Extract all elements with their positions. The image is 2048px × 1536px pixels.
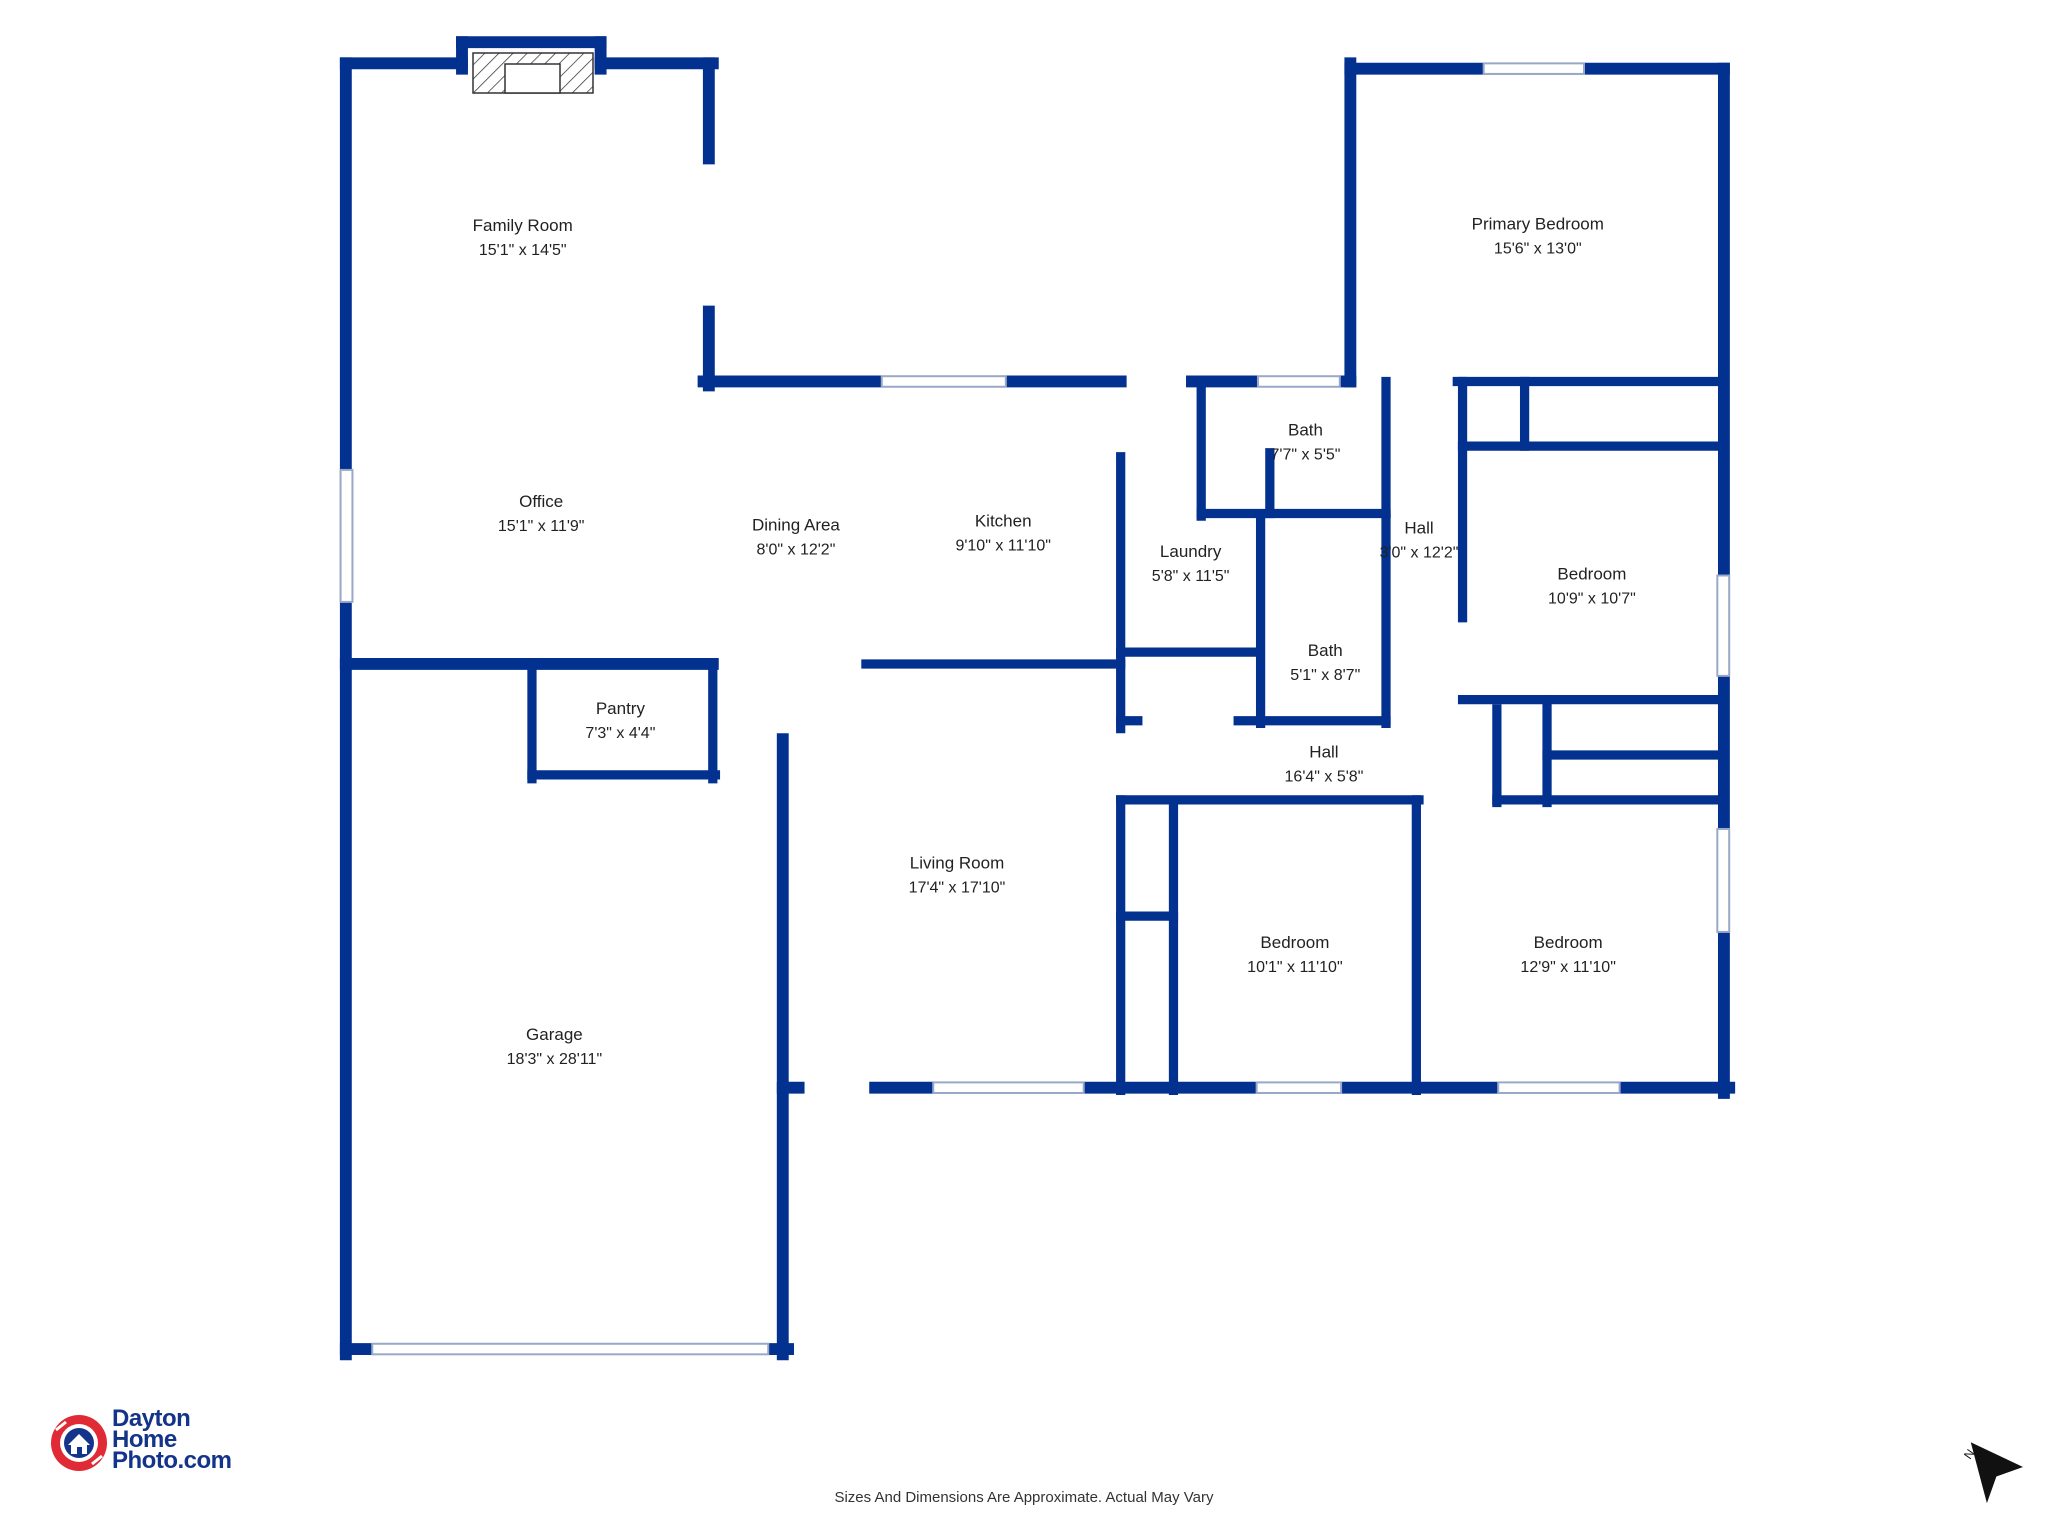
window [371,1342,770,1356]
room-dimensions: 9'10" x 11'10" [955,538,1050,555]
room-label: Hall 16'4" x 5'8" [1285,743,1364,786]
window [880,375,1007,388]
room-name: Bedroom [1534,933,1603,952]
room-dimensions: 15'1" x 11'9" [498,518,585,535]
window [1497,1081,1621,1094]
room-label: Hall 3'0" x 12'2" [1380,518,1459,561]
window [339,468,354,603]
room-name: Bath [1288,421,1323,440]
room-name: Primary Bedroom [1472,215,1604,234]
window [1255,1081,1343,1094]
room-dimensions: 12'9" x 11'10" [1520,959,1615,976]
room-label: Living Room 17'4" x 17'10" [909,854,1006,897]
room-label: Bath 7'7" x 5'5" [1271,421,1341,464]
room-label: Bedroom 12'9" x 11'10" [1520,933,1615,976]
windows [339,62,1731,1356]
room-name: Living Room [910,854,1005,873]
room-name: Family Room [473,216,573,235]
room-dimensions: 15'1" x 14'5" [479,242,567,259]
room-dimensions: 15'6" x 13'0" [1494,241,1582,258]
window [1716,574,1731,677]
window [932,1081,1085,1094]
room-label: Bath 5'1" x 8'7" [1290,641,1360,684]
room-dimensions: 10'1" x 11'10" [1247,959,1342,976]
logo-text: Dayton Home Photo.com [112,1405,232,1474]
room-name: Office [519,492,563,511]
room-label: Kitchen 9'10" x 11'10" [955,512,1050,555]
room-name: Dining Area [752,516,840,535]
dayton-home-photo-logo: Dayton Home Photo.com [48,1405,268,1478]
house-camera-icon [51,1415,107,1471]
room-dimensions: 7'7" x 5'5" [1271,447,1341,464]
window [1256,375,1341,388]
room-name: Bedroom [1557,564,1626,583]
room-dimensions: 5'8" x 11'5" [1152,568,1230,585]
room-labels: Family Room 15'1" x 14'5" Primary Bedroom 1… [473,215,1636,1068]
room-dimensions: 16'4" x 5'8" [1285,769,1364,786]
fireplace [472,52,594,94]
walls [339,36,1736,1361]
room-label: Family Room 15'1" x 14'5" [473,216,573,259]
logo-line-2: Home [112,1426,177,1453]
room-label: Office 15'1" x 11'9" [498,492,585,535]
logo-line-1: Dayton [112,1405,191,1432]
room-dimensions: 8'0" x 12'2" [757,542,836,559]
room-dimensions: 18'3" x 28'11" [507,1051,602,1068]
north-arrow-icon: N [1961,1442,2023,1504]
room-name: Hall [1404,518,1433,537]
logo-line-3: Photo.com [112,1447,232,1474]
room-label: Pantry 7'3" x 4'4" [585,699,655,742]
room-name: Kitchen [975,512,1032,531]
room-dimensions: 3'0" x 12'2" [1380,544,1459,561]
room-label: Bedroom 10'1" x 11'10" [1247,933,1342,976]
room-dimensions: 5'1" x 8'7" [1290,667,1360,684]
room-dimensions: 7'3" x 4'4" [585,725,655,742]
room-label: Garage 18'3" x 28'11" [507,1025,602,1068]
room-label: Laundry 5'8" x 11'5" [1152,542,1230,585]
window [1716,827,1731,933]
room-label: Primary Bedroom 15'6" x 13'0" [1472,215,1604,258]
room-name: Garage [526,1025,583,1044]
disclaimer-text: Sizes And Dimensions Are Approximate. Ac… [834,1489,1214,1506]
room-name: Pantry [596,699,646,718]
room-name: Hall [1309,743,1338,762]
room-dimensions: 17'4" x 17'10" [909,880,1006,897]
room-dimensions: 10'9" x 10'7" [1548,590,1636,607]
window [1482,62,1586,75]
room-label: Dining Area 8'0" x 12'2" [752,516,840,559]
room-name: Bedroom [1260,933,1329,952]
room-name: Bath [1308,641,1343,660]
room-name: Laundry [1160,542,1222,561]
room-label: Bedroom 10'9" x 10'7" [1548,564,1636,607]
